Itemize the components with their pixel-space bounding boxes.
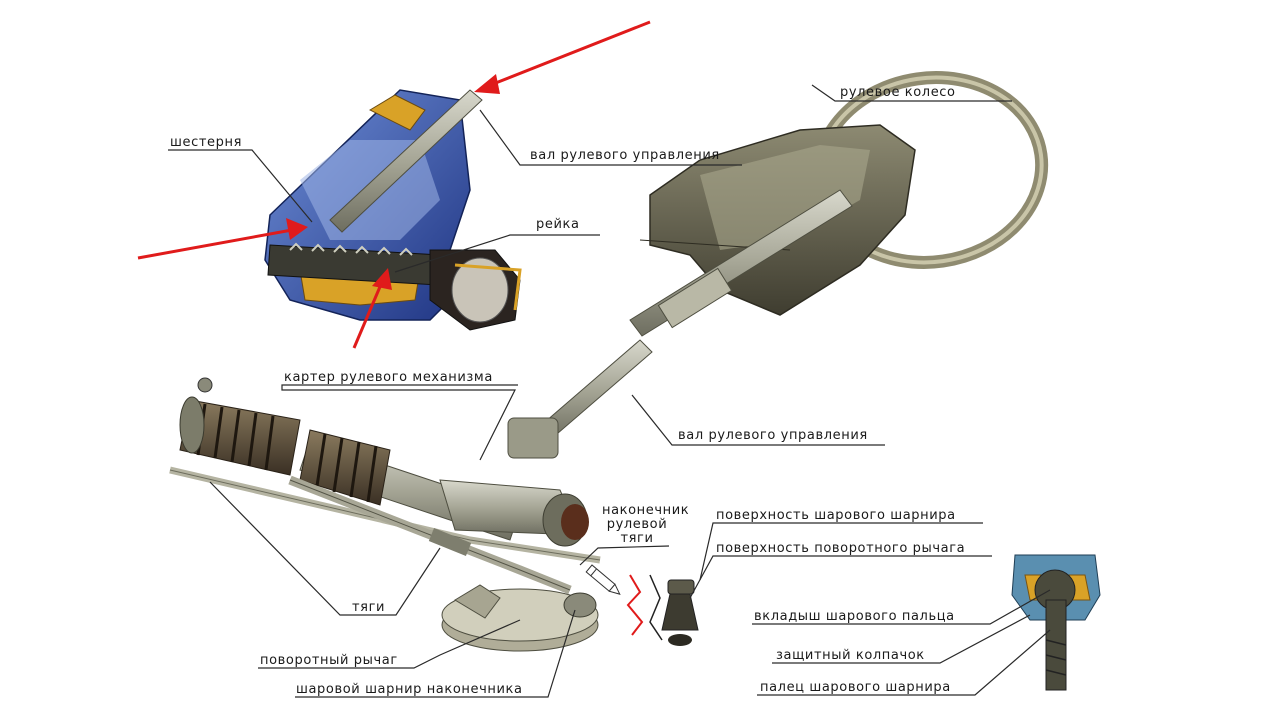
ball-joint-detail [1011,554,1101,691]
ball-joint-small [626,574,699,646]
label-pov-povorotnogo: поверхность поворотного рычага [716,541,966,556]
label-val-mid: вал рулевого управления [678,428,868,443]
label-sharovoy-sharnir: шаровой шарнир наконечника [296,682,523,697]
label-tyagi: тяги [352,600,386,615]
label-shesternya: шестерня [170,135,242,150]
left-boot [179,396,301,476]
label-pov-sharovogo: поверхность шарового шарнира [716,508,956,523]
leader-pov-povorotnogo [689,555,992,599]
leader-karter [281,384,518,461]
leader-tyagi [209,481,441,616]
leader-nakonechnik [579,545,670,566]
label-nakonechnik-2: рулевой [606,517,668,532]
leader-val-mid [631,394,885,446]
arrow-shaft [474,20,651,94]
label-nakonechnik-1: наконечник [602,503,690,518]
pinion-shaft [329,89,483,233]
leader-shesternya [168,149,313,223]
leader-val-top [479,109,742,166]
label-nakonechnik-3: тяги [620,531,654,546]
leader-rulevoe-koleso [811,84,1012,102]
steering-column-tube [629,189,853,337]
label-reyka: рейка [536,217,580,232]
leader-sharovoy [295,609,576,698]
rack-pinion-cutaway [264,89,522,331]
label-val-top: вал рулевого управления [530,148,720,163]
right-boot [299,429,391,506]
arrow-rack [352,268,392,349]
label-vkladysh: вкладыш шарового пальца [754,609,955,624]
label-rulevoe-koleso: рулевое колесо [840,85,956,100]
leader-zashchitny [772,614,1031,664]
label-zashchitny: защитный колпачок [776,648,925,663]
pencil-icon [585,564,621,595]
leader-povorotny [258,619,521,669]
intermediate-shaft [507,339,653,459]
steering-rack [169,377,601,564]
label-povorotny: поворотный рычаг [260,653,398,668]
label-karter: картер рулевого механизма [284,370,493,385]
red-arrows [137,20,651,349]
leader-vkladysh [752,589,1051,625]
rack-bar [267,242,441,286]
leader-reyka [394,234,600,273]
arrow-pinion [137,218,308,260]
leader-lines [168,84,1051,698]
tie-rod [288,475,572,595]
leader-palets [757,629,1051,696]
steering-arm [441,584,599,652]
leader-pov-sharovogo [699,522,983,581]
label-palets: палец шарового шарнира [760,680,951,695]
